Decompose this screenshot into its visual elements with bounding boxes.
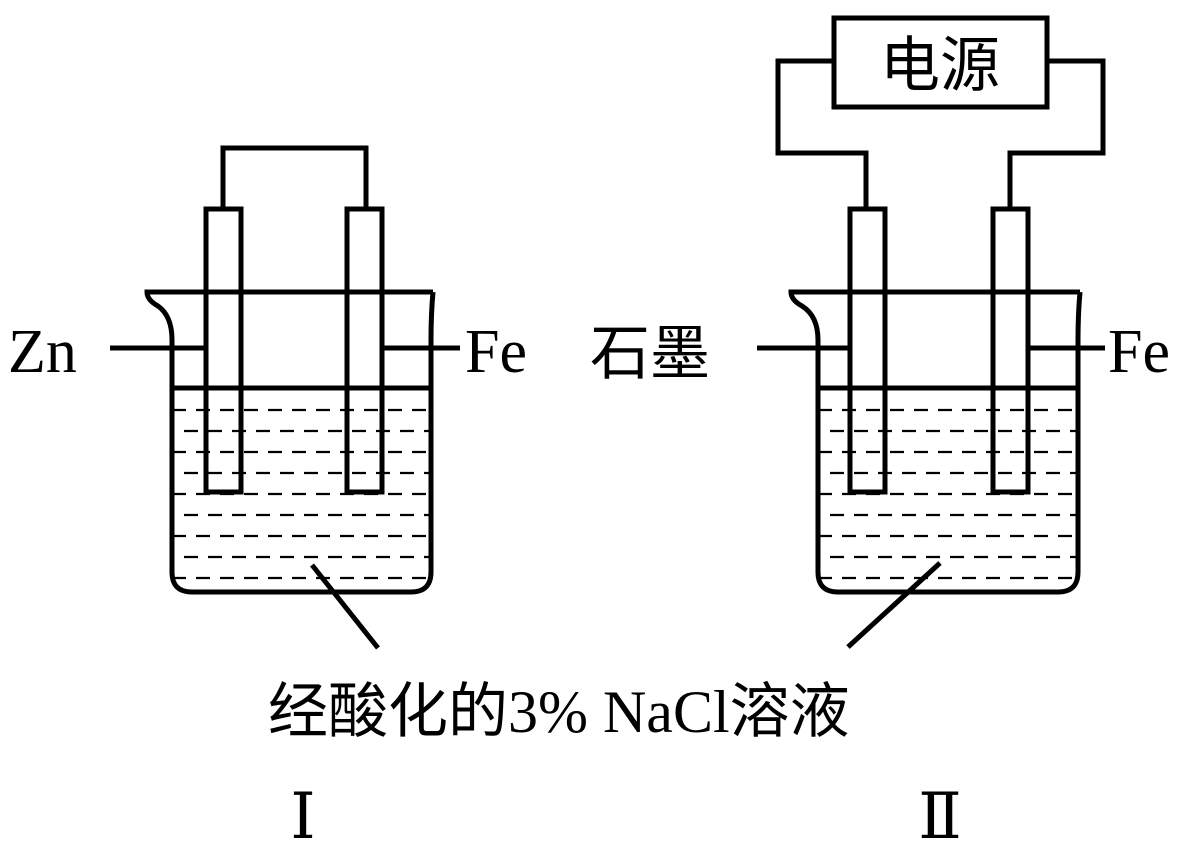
zn-electrode <box>203 206 244 495</box>
graphite-label: 石墨 <box>590 321 710 387</box>
wire-right-2 <box>1007 58 1106 209</box>
fe-electrode-2 <box>990 206 1031 495</box>
fe-label-1: Fe <box>465 318 527 386</box>
wire-left-2 <box>775 58 869 209</box>
cell-1 <box>110 145 460 650</box>
graphite-electrode <box>847 206 888 495</box>
liquid-dashes-1 <box>172 408 431 580</box>
zn-label: Zn <box>8 318 77 386</box>
cell-2-caption: Ⅱ <box>918 781 962 847</box>
fe-electrode-1 <box>344 206 385 495</box>
external-wire-1 <box>220 145 369 209</box>
liquid-1 <box>172 408 431 580</box>
cell-2 <box>757 15 1106 649</box>
power-source-label: 电源 <box>880 33 1000 99</box>
liquid-dashes-2 <box>818 408 1078 580</box>
solution-pointer-1 <box>310 563 380 650</box>
solution-pointer-2 <box>846 561 942 649</box>
beaker-2 <box>788 289 1083 595</box>
fe-label-2: Fe <box>1108 318 1170 386</box>
beaker-1 <box>144 289 436 595</box>
solution-label: 经酸化的3% NaCl溶液 <box>268 679 850 745</box>
liquid-2 <box>818 408 1078 580</box>
power-source-box <box>831 15 1050 110</box>
cell-1-caption: Ⅰ <box>290 781 315 847</box>
